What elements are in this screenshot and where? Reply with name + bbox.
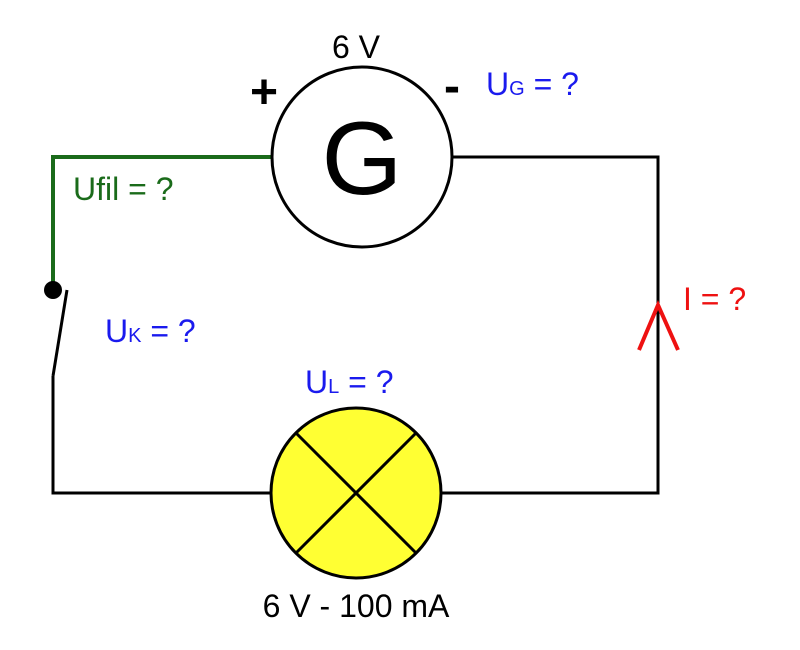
lamp-cross-b [294,431,418,555]
wire-bottom-left [51,376,271,495]
switch-pivot [44,281,62,299]
wire-ufil [51,155,271,290]
generator-circle [270,65,454,249]
generator-voltage: 6 V [332,29,381,65]
ug-label: UG = ? [486,66,579,102]
wire-right [441,155,660,495]
generator-symbol: G [322,101,403,217]
plus-sign: + [250,66,278,119]
switch [44,281,69,377]
uk-label: UK = ? [105,313,196,349]
lamp [269,406,443,580]
lamp-rating: 6 V - 100 mA [263,588,450,624]
ul-label: UL = ? [305,364,394,400]
current-arrow [637,299,680,351]
switch-blade [51,289,69,377]
generator: G [270,65,454,249]
ufil-label: Ufil = ? [73,171,173,207]
minus-sign: - [444,60,460,113]
current-label: I = ? [683,281,746,317]
